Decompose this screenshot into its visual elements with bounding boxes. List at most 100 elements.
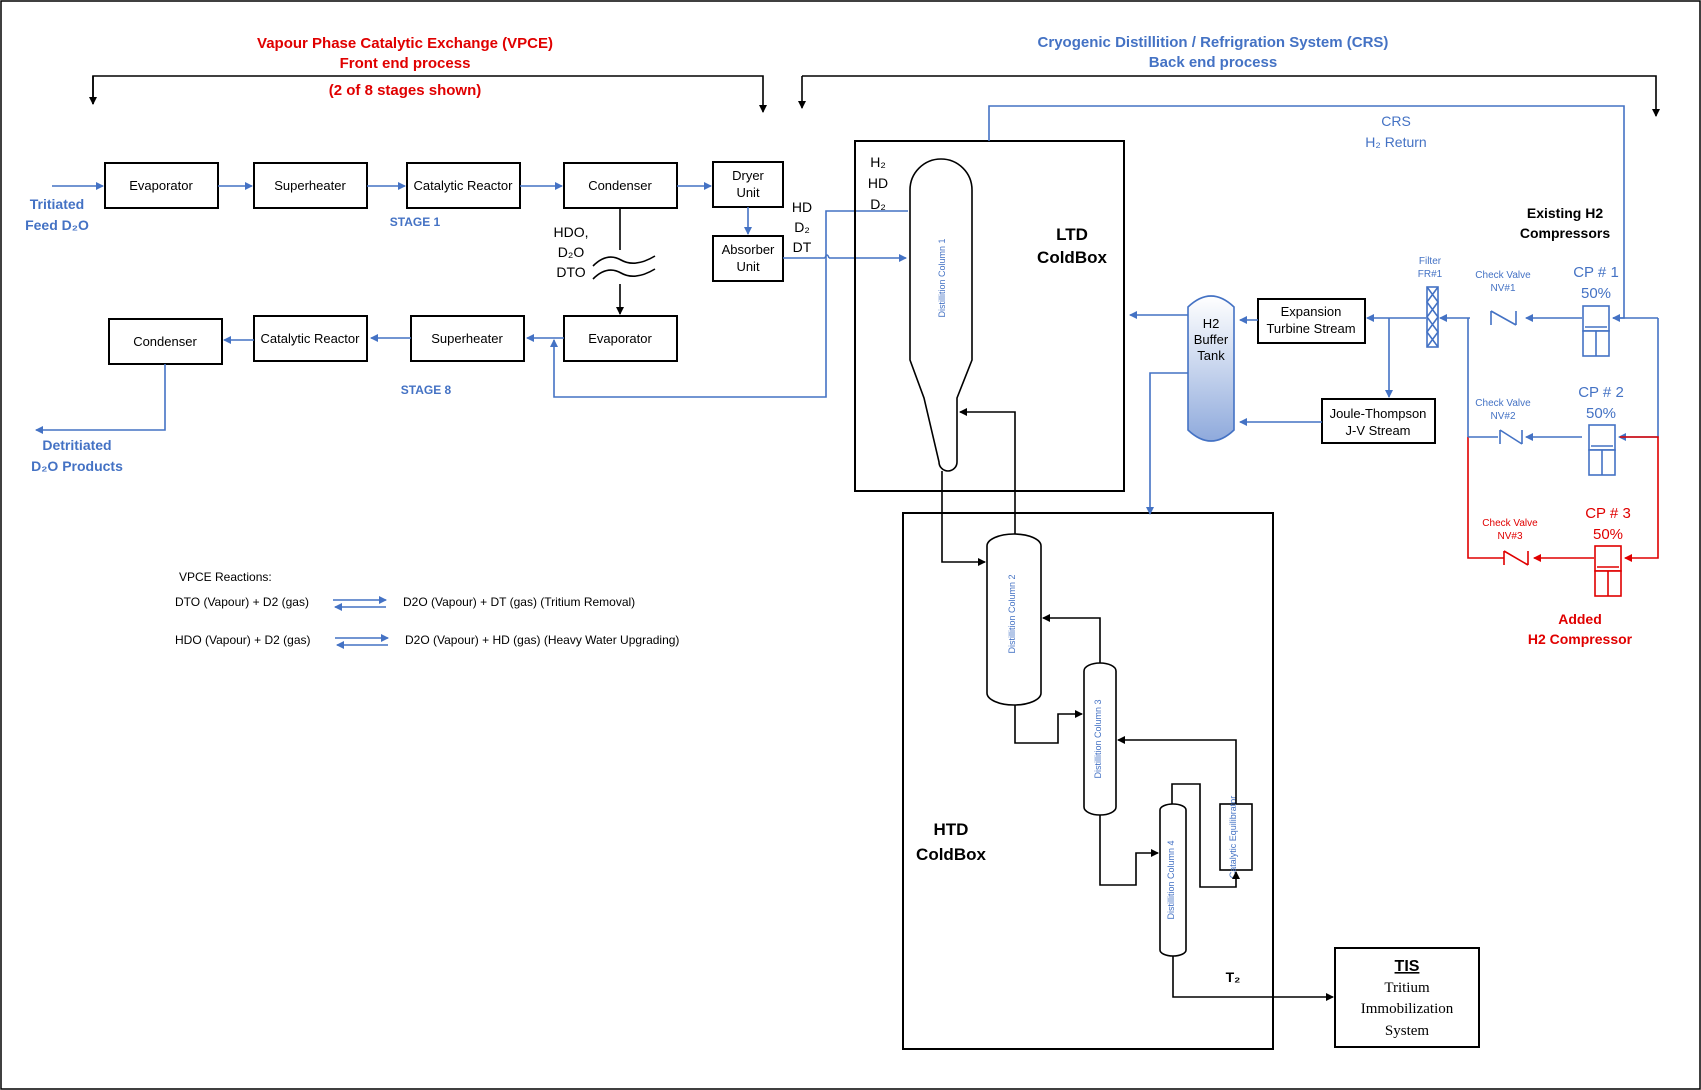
compressor-cp2 bbox=[1588, 424, 1616, 476]
cp3-name: CP # 3 bbox=[1585, 505, 1631, 522]
stage8-evaporator-label: Evaporator bbox=[588, 331, 652, 346]
stage1-evaporator bbox=[104, 162, 219, 209]
condensate-label-1: HDO, bbox=[554, 224, 589, 240]
catalytic-equilibrator bbox=[1219, 803, 1253, 871]
condensate-label-3: DTO bbox=[556, 264, 585, 280]
stage8-condenser-label: Condenser bbox=[133, 334, 197, 349]
filter-fr1 bbox=[1426, 286, 1439, 348]
tis-line-2: Immobilization bbox=[1361, 1001, 1454, 1017]
nv1-label-2: NV#1 bbox=[1490, 283, 1515, 294]
cp1-capacity: 50% bbox=[1581, 285, 1611, 302]
c2-to-c1 bbox=[959, 408, 1016, 534]
stage1-evaporator-label: Evaporator bbox=[129, 178, 193, 193]
h2-buffer-tank bbox=[1187, 295, 1235, 442]
column-3-label: Distillition Column 3 bbox=[1093, 699, 1103, 778]
stage1-catalytic-reactor bbox=[406, 162, 521, 209]
dryer-unit bbox=[712, 161, 784, 208]
existing-label-2: Compressors bbox=[1520, 225, 1610, 241]
compressor-cp1 bbox=[1582, 305, 1610, 357]
dryer-label-1: Dryer bbox=[732, 168, 764, 183]
absorber-unit bbox=[712, 235, 784, 282]
c2-to-c3 bbox=[1014, 705, 1083, 744]
absorber-label-2: Unit bbox=[736, 259, 760, 274]
tis-line-3: System bbox=[1385, 1023, 1430, 1039]
htd-label-1: HTD bbox=[934, 820, 969, 839]
distillation-column-1 bbox=[909, 158, 973, 472]
htd-label-2: ColdBox bbox=[916, 845, 986, 864]
gas-top-2: HD bbox=[868, 175, 888, 191]
stage8-evaporator bbox=[563, 315, 678, 362]
t2-label: T₂ bbox=[1226, 969, 1241, 985]
distillation-column-4 bbox=[1159, 803, 1187, 957]
reaction-1-left: DTO (Vapour) + D2 (gas) bbox=[175, 595, 309, 609]
vpce-subtitle: Front end process bbox=[340, 55, 471, 72]
column-2-label: Distillition Column 2 bbox=[1007, 574, 1017, 653]
nv2-label-1: Check Valve bbox=[1475, 398, 1531, 409]
gas-top-3: D₂ bbox=[870, 196, 886, 212]
manifold-red bbox=[1467, 437, 1504, 559]
tis-line-1: Tritium bbox=[1384, 980, 1430, 996]
check-valve-nv3 bbox=[1503, 550, 1529, 566]
feed-cp2 bbox=[1618, 318, 1659, 441]
distillation-column-2 bbox=[986, 533, 1042, 706]
feed-label-1: Tritiated bbox=[30, 196, 84, 212]
added-label-2: H2 Compressor bbox=[1528, 631, 1633, 647]
buffer-to-htd bbox=[1146, 372, 1188, 515]
stage1-reactor-label: Catalytic Reactor bbox=[414, 178, 514, 193]
buffer-label-2: Buffer bbox=[1194, 332, 1229, 347]
distillation-column-3 bbox=[1083, 662, 1117, 816]
cp2-capacity: 50% bbox=[1586, 405, 1616, 422]
condensate-label-2: D₂O bbox=[558, 244, 585, 260]
tis-box bbox=[1334, 947, 1480, 1048]
reactions-title: VPCE Reactions: bbox=[179, 570, 272, 584]
vpce-title: Vapour Phase Catalytic Exchange (VPCE) bbox=[257, 35, 553, 52]
d2-return-line bbox=[550, 210, 908, 398]
vpce-note: (2 of 8 stages shown) bbox=[329, 82, 482, 99]
ltd-label-1: LTD bbox=[1056, 225, 1088, 244]
c3-to-c4 bbox=[1099, 815, 1159, 886]
reaction-2-right: D2O (Vapour) + HD (gas) (Heavy Water Upg… bbox=[405, 633, 679, 647]
compressor-cp3 bbox=[1594, 545, 1622, 597]
stage1-label: STAGE 1 bbox=[390, 215, 441, 229]
products-label-1: Detritiated bbox=[42, 437, 111, 453]
reaction-1-right: D2O (Vapour) + DT (gas) (Tritium Removal… bbox=[403, 595, 635, 609]
buffer-label-1: H2 bbox=[1203, 316, 1220, 331]
check-valve-nv2 bbox=[1499, 429, 1523, 445]
crs-bracket bbox=[802, 75, 1660, 117]
crs-return-label-1: CRS bbox=[1381, 113, 1411, 129]
products-label-2: D₂O Products bbox=[31, 458, 123, 474]
line-hop bbox=[824, 254, 830, 259]
t2-to-tis bbox=[1172, 956, 1334, 1001]
feed-cp3 bbox=[1620, 436, 1659, 562]
stage8-condenser bbox=[108, 318, 223, 365]
break-symbol-2 bbox=[592, 268, 656, 280]
cp2-name: CP # 2 bbox=[1578, 384, 1624, 401]
stage1-condenser-label: Condenser bbox=[588, 178, 652, 193]
gas-top-1: H₂ bbox=[870, 154, 886, 170]
absorber-label-1: Absorber bbox=[722, 242, 775, 257]
gas-to-ltd-2: D₂ bbox=[794, 219, 810, 235]
filter-label-2: FR#1 bbox=[1418, 269, 1443, 280]
buffer-label-3: Tank bbox=[1197, 348, 1225, 363]
reaction-2-left: HDO (Vapour) + D2 (gas) bbox=[175, 633, 311, 647]
break-symbol-1 bbox=[592, 255, 656, 267]
stage8-superheater-label: Superheater bbox=[431, 331, 503, 346]
cp1-name: CP # 1 bbox=[1573, 264, 1619, 281]
stage8-reactor-label: Catalytic Reactor bbox=[261, 331, 361, 346]
jt-label-2: J-V Stream bbox=[1345, 423, 1410, 438]
stage8-label: STAGE 8 bbox=[401, 383, 452, 397]
expansion-label-2: Turbine Stream bbox=[1266, 321, 1355, 336]
filter-label-1: Filter bbox=[1419, 256, 1442, 267]
jt-label-1: Joule-Thompson bbox=[1330, 406, 1427, 421]
column-1-label: Distillition Column 1 bbox=[937, 238, 947, 317]
stage1-superheater-label: Superheater bbox=[274, 178, 346, 193]
stage1-superheater bbox=[253, 162, 368, 209]
cp3-capacity: 50% bbox=[1593, 526, 1623, 543]
dryer-label-2: Unit bbox=[736, 185, 760, 200]
tis-title: TIS bbox=[1395, 958, 1420, 975]
crs-return-label-2: H₂ Return bbox=[1365, 134, 1426, 150]
joule-thompson-stream bbox=[1321, 398, 1436, 444]
